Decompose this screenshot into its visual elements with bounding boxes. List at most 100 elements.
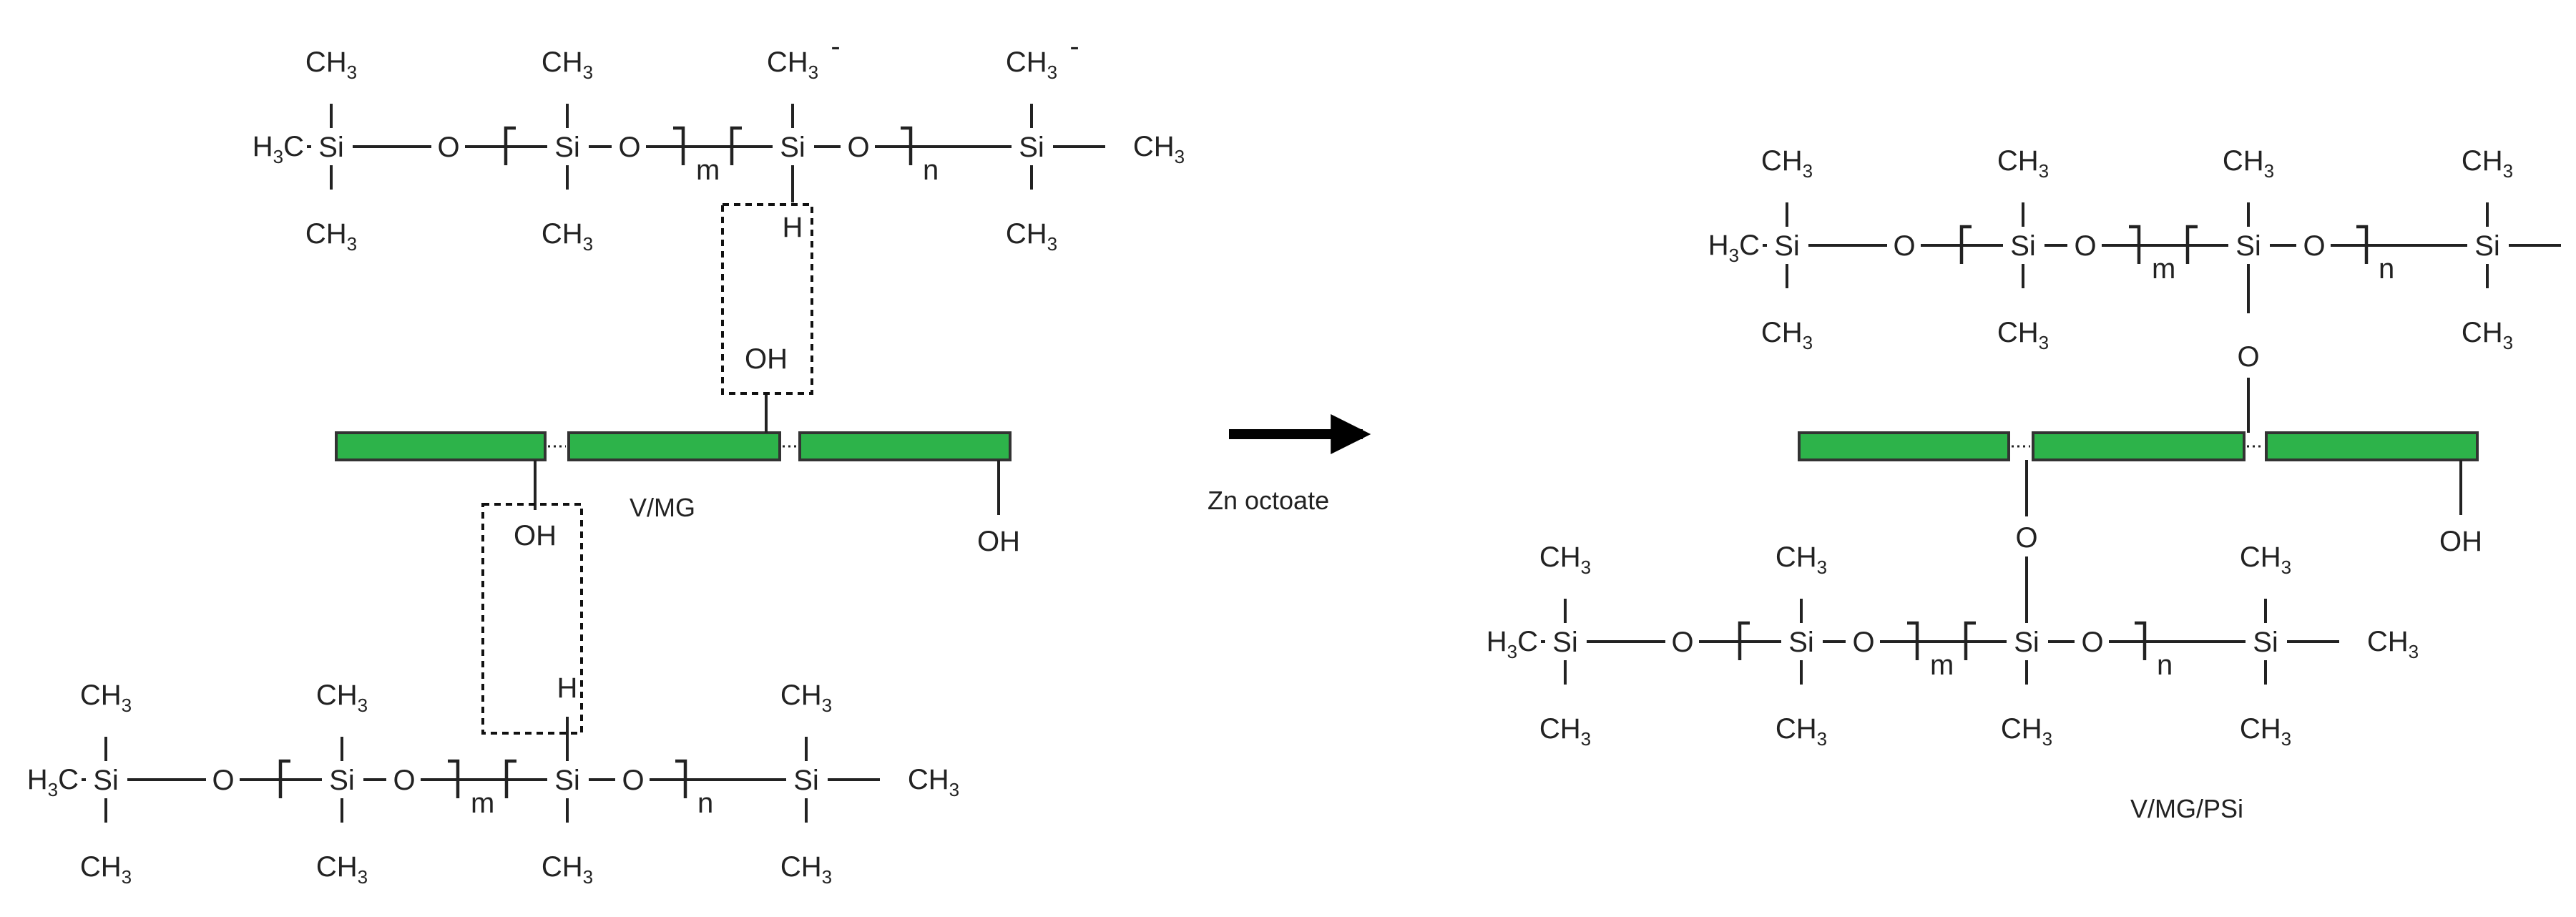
- silicon-atom: Si: [2014, 627, 2039, 658]
- graphene-sheet: [2265, 431, 2479, 461]
- repeat-bracket-open: [504, 126, 516, 165]
- methyl-group: CH3: [1776, 713, 1827, 750]
- oxygen-atom: O: [2081, 627, 2103, 658]
- methyl-group: H3C: [27, 764, 79, 800]
- oxygen-atom: O: [1852, 627, 1874, 658]
- silicon-atom: Si: [2235, 230, 2261, 262]
- methyl-group: CH3: [2240, 541, 2291, 578]
- repeat-bracket-open: [504, 759, 516, 798]
- oxygen-atom: O: [212, 765, 234, 796]
- oxygen-atom: O: [622, 765, 644, 796]
- methyl-group: CH3: [305, 46, 357, 83]
- repeat-count-n: n: [697, 788, 713, 819]
- repeat-bracket-close: [1907, 621, 1919, 660]
- catalyst-label: Zn octoate: [1208, 486, 1329, 515]
- methyl-group: CH3: [1761, 145, 1813, 182]
- methyl-group: CH3: [780, 680, 832, 716]
- oxygen-atom: O: [437, 132, 459, 163]
- methyl-group: CH3: [908, 764, 959, 800]
- methyl-group: CH3: [2001, 713, 2052, 750]
- methyl-group: CH3: [305, 218, 357, 255]
- oxygen-atom: O: [2074, 230, 2096, 262]
- charge-sign: -: [831, 31, 840, 62]
- reacting-site-box-top: [721, 203, 813, 395]
- repeat-count-m: m: [471, 788, 494, 819]
- methyl-group: CH3: [542, 851, 593, 888]
- silicon-atom: Si: [2010, 230, 2036, 262]
- repeat-count-n: n: [923, 155, 939, 186]
- methyl-group: CH3: [80, 680, 132, 716]
- silicon-atom: Si: [554, 765, 580, 796]
- methyl-group: CH3: [1006, 218, 1057, 255]
- methyl-group: CH3: [2462, 317, 2513, 353]
- methyl-group: CH3: [2240, 713, 2291, 750]
- methyl-group: CH3: [80, 851, 132, 888]
- methyl-group: CH3: [780, 851, 832, 888]
- graphene-sheet: [567, 431, 781, 461]
- methyl-group: CH3: [1997, 317, 2049, 353]
- hydrogen-atom: H: [783, 212, 803, 243]
- silicon-atom: Si: [793, 765, 819, 796]
- oxygen-atom: O: [618, 132, 640, 163]
- methyl-group: CH3: [2223, 145, 2274, 182]
- methyl-group: CH3: [767, 46, 818, 83]
- charge-sign: -: [1069, 31, 1079, 62]
- graphene-sheet: [335, 431, 547, 461]
- methyl-group: H3C: [1708, 230, 1760, 266]
- repeat-bracket-open: [1959, 225, 1972, 264]
- hydroxyl-group: OH: [514, 520, 557, 551]
- methyl-group: CH3: [1539, 541, 1591, 578]
- silicon-atom: Si: [554, 132, 580, 163]
- methyl-group: CH3: [2462, 145, 2513, 182]
- methyl-group: CH3: [316, 680, 368, 716]
- hydroxyl-group: OH: [745, 343, 788, 375]
- repeat-bracket-close: [675, 759, 687, 798]
- repeat-bracket-close: [901, 126, 913, 165]
- repeat-count-n: n: [2379, 253, 2394, 285]
- bridging-oxygen: O: [2237, 341, 2259, 373]
- reactant-label: V/MG: [630, 493, 695, 522]
- oxygen-atom: O: [2303, 230, 2325, 262]
- methyl-group: CH3: [1997, 145, 2049, 182]
- repeat-bracket-close: [2356, 225, 2369, 264]
- repeat-bracket-close: [2129, 225, 2141, 264]
- hydrogen-atom: H: [557, 672, 578, 704]
- graphene-sheet: [798, 431, 1012, 461]
- methyl-group: CH3: [1539, 713, 1591, 750]
- methyl-group: CH3: [2367, 626, 2419, 662]
- graphene-sheet: [1798, 431, 2010, 461]
- silicon-atom: Si: [1019, 132, 1044, 163]
- repeat-bracket-open: [1738, 621, 1750, 660]
- hydroxyl-group: OH: [2439, 526, 2482, 557]
- silicon-atom: Si: [2253, 627, 2278, 658]
- oxygen-atom: O: [1893, 230, 1915, 262]
- repeat-bracket-open: [1964, 621, 1976, 660]
- repeat-bracket-close: [2135, 621, 2147, 660]
- repeat-count-m: m: [2152, 253, 2175, 285]
- methyl-group: CH3: [542, 218, 593, 255]
- repeat-count-m: m: [696, 155, 720, 186]
- methyl-group: CH3: [542, 46, 593, 83]
- reacting-site-box-bottom: [481, 503, 583, 735]
- silicon-atom: Si: [2474, 230, 2500, 262]
- methyl-group: CH3: [316, 851, 368, 888]
- methyl-group: CH3: [1776, 541, 1827, 578]
- repeat-bracket-close: [448, 759, 460, 798]
- repeat-bracket-open: [2185, 225, 2198, 264]
- methyl-group: CH3: [1006, 46, 1057, 83]
- methyl-group: H3C: [1487, 626, 1538, 662]
- silicon-atom: Si: [329, 765, 355, 796]
- repeat-count-m: m: [1930, 649, 1954, 681]
- silicon-atom: Si: [1774, 230, 1800, 262]
- oxygen-atom: O: [1671, 627, 1693, 658]
- methyl-group: H3C: [253, 131, 304, 167]
- repeat-bracket-open: [278, 759, 290, 798]
- repeat-bracket-close: [673, 126, 685, 165]
- graphene-sheets: [335, 431, 2479, 461]
- hydroxyl-group: OH: [977, 526, 1020, 557]
